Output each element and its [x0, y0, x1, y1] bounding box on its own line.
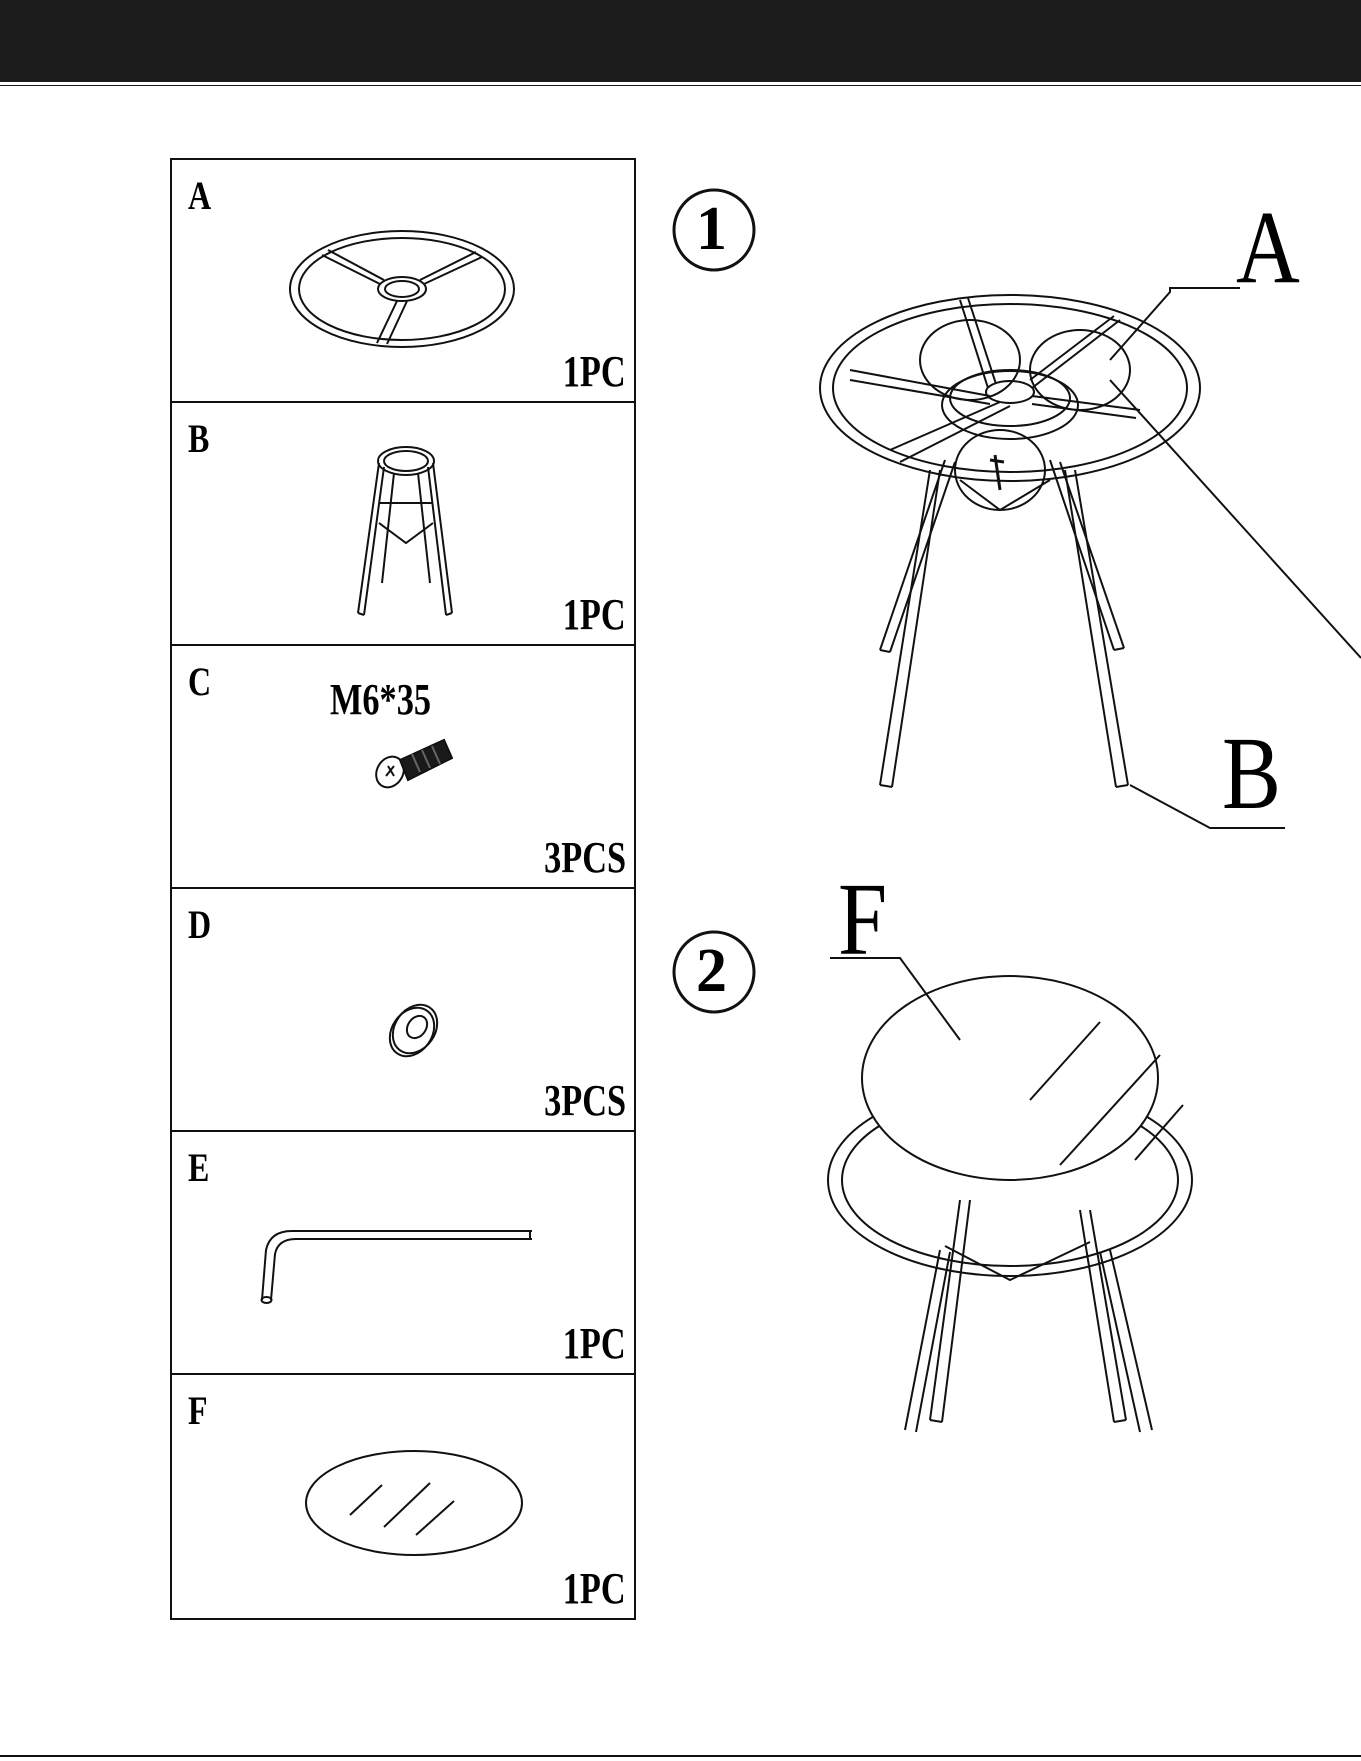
parts-list: A 1PC B: [170, 158, 636, 1620]
part-cell-c: C M6*35 3PCS: [172, 646, 634, 889]
step-2-label-f: F: [838, 868, 887, 972]
step-1-label-a: A: [1236, 196, 1300, 300]
part-qty: 3PCS: [544, 832, 626, 883]
part-cell-d: D 3PCS: [172, 889, 634, 1132]
part-qty: 1PC: [563, 346, 626, 397]
header-rule: [0, 80, 1361, 86]
step-2-assembly: [828, 958, 1192, 1432]
header-bar: [0, 0, 1361, 80]
part-cell-a: A 1PC: [172, 160, 634, 403]
part-cell-f: F 1PC: [172, 1375, 634, 1618]
part-qty: 1PC: [563, 1563, 626, 1614]
part-qty: 1PC: [563, 1318, 626, 1369]
step-2-number: 2: [696, 940, 727, 1002]
footer-rule: [0, 1755, 1361, 1757]
part-qty: 3PCS: [544, 1075, 626, 1126]
step-1-label-b: B: [1222, 722, 1281, 826]
part-cell-b: B 1PC: [172, 403, 634, 646]
step-1-number: 1: [696, 198, 727, 260]
part-qty: 1PC: [563, 589, 626, 640]
part-cell-e: E 1PC: [172, 1132, 634, 1375]
